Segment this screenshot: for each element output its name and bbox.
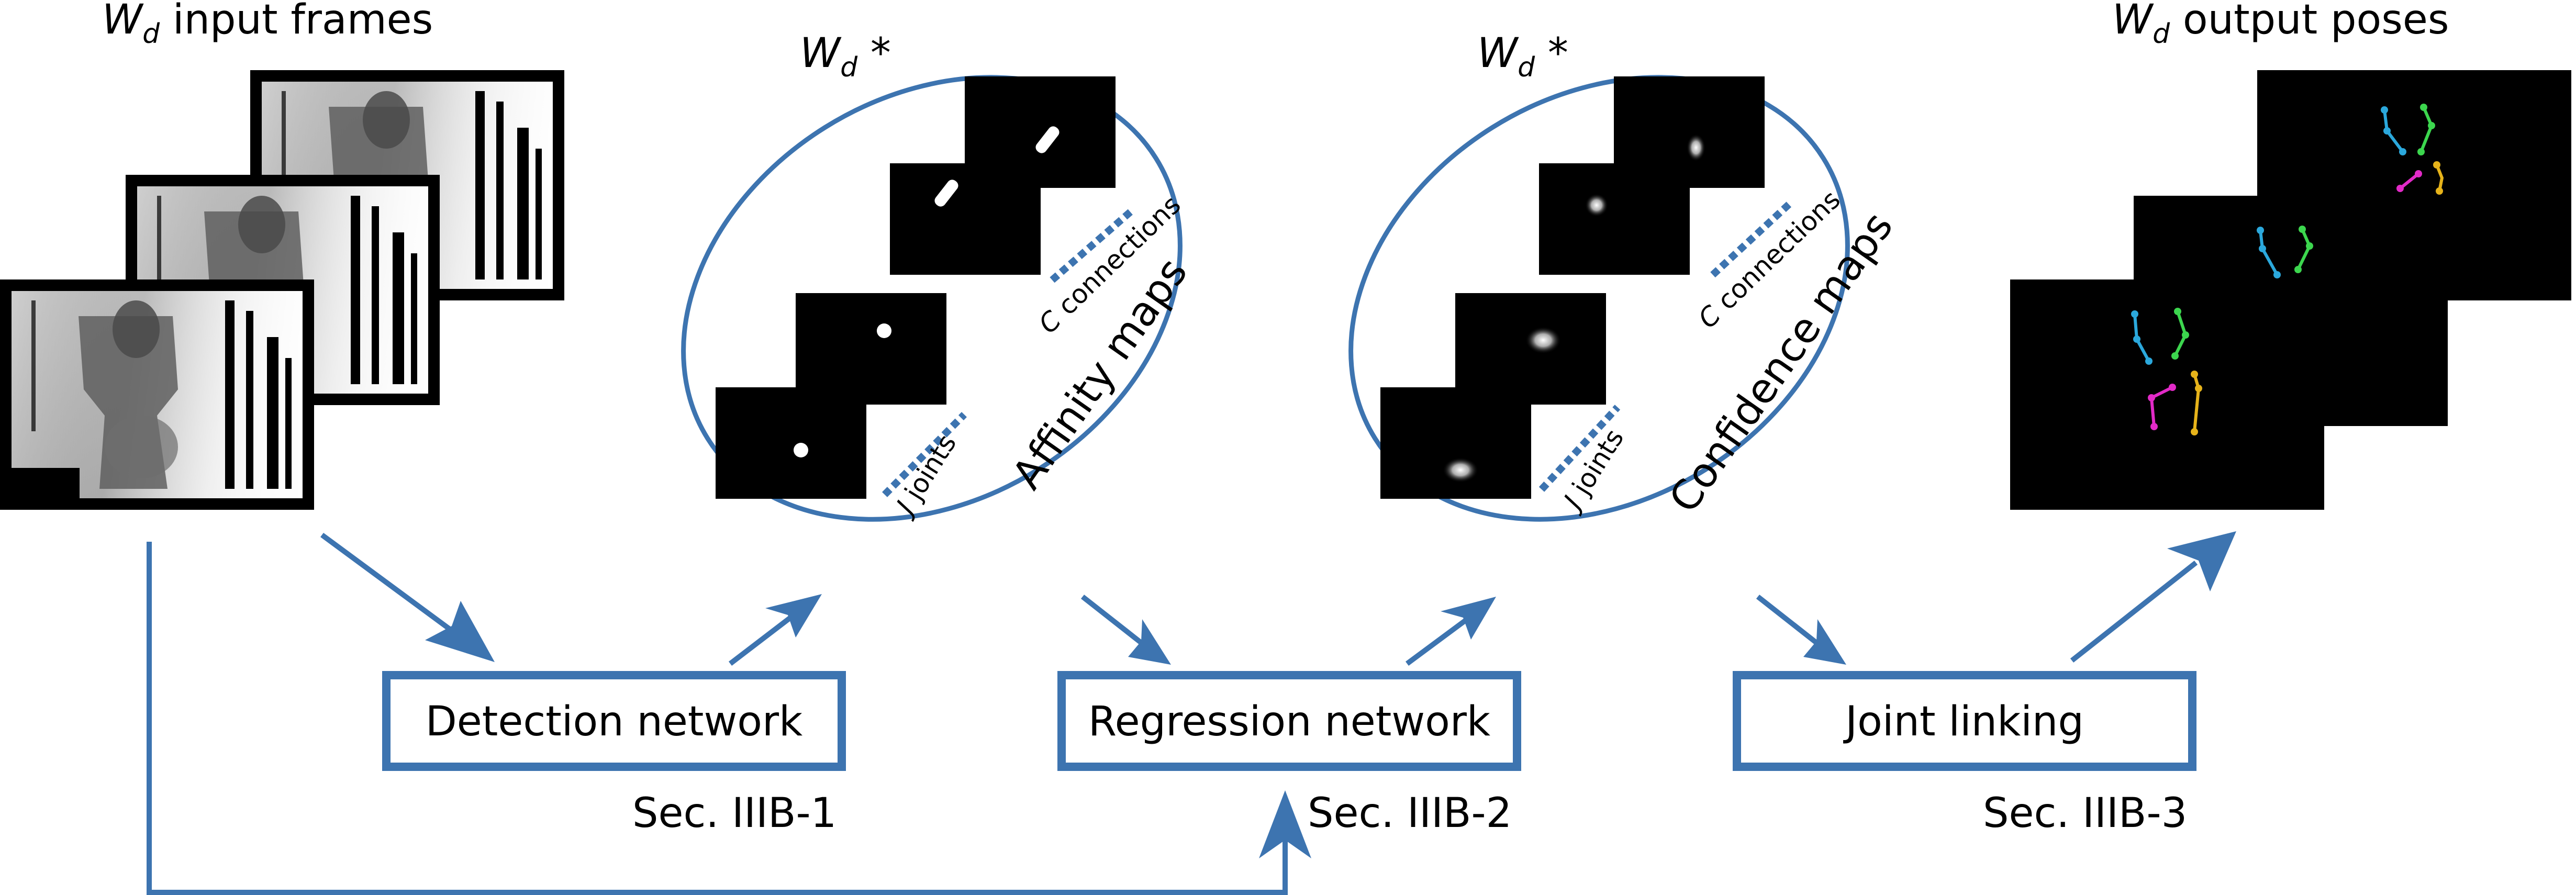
heatmap-icon <box>1525 327 1561 354</box>
section-label-1: Sec. IIIB-1 <box>632 790 837 837</box>
detection-network-box: Detection network Sec. IIIB-1 <box>382 671 846 837</box>
arrow-icon <box>1803 619 1846 665</box>
skeleton-icon <box>2381 104 2444 195</box>
joint-linking-box: Joint linking Sec. IIIB-3 <box>1733 671 2196 837</box>
joints-dotted-line <box>1538 405 1621 492</box>
confidence-wd-label: Wd * <box>1477 30 1568 83</box>
affinity-maps-group: Wd * C connections J joints Affinity map… <box>681 30 1197 523</box>
connections-dotted-line <box>1710 200 1793 278</box>
skeleton-icon <box>2257 226 2313 278</box>
affinity-map-tile <box>890 163 1041 275</box>
output-poses-title: Wd output poses <box>2112 0 2449 50</box>
heatmap-icon <box>1585 194 1608 217</box>
affinity-map-tile <box>716 387 866 499</box>
section-label-3: Sec. IIIB-3 <box>1983 790 2187 837</box>
affinity-map-tile <box>796 293 946 405</box>
joints-dotted-line <box>882 412 967 497</box>
heatmap-icon <box>1443 457 1478 483</box>
connections-dotted-line <box>1050 206 1136 283</box>
regression-network-box: Regression network Sec. IIIB-2 <box>1057 671 1521 837</box>
arrow-icon <box>2167 531 2236 591</box>
arrow-icon <box>765 594 822 637</box>
heatmap-icon <box>1035 126 1060 153</box>
skeleton-icon <box>2131 308 2202 435</box>
arrow-icon <box>1128 619 1171 665</box>
joint-linking-label: Joint linking <box>1843 698 2084 745</box>
arrow-icon <box>1259 790 1311 858</box>
input-frames-stack <box>0 70 564 510</box>
section-label-2: Sec. IIIB-2 <box>1308 790 1512 837</box>
regression-network-label: Regression network <box>1088 698 1490 745</box>
arrow-icon <box>1441 597 1496 640</box>
output-poses-stack <box>2010 70 2571 510</box>
arrows <box>147 531 2236 895</box>
affinity-wd-label: Wd * <box>800 30 891 83</box>
heatmap-icon <box>794 443 808 457</box>
heatmap-icon <box>877 323 891 338</box>
confidence-map-tile <box>1539 163 1690 275</box>
heatmap-icon <box>1687 134 1705 161</box>
confidence-maps-group: Wd * C connections J joints Confidence m… <box>1348 30 1902 522</box>
detection-network-label: Detection network <box>426 698 802 745</box>
arrow-icon <box>425 601 495 662</box>
heatmap-icon <box>934 180 958 207</box>
input-frames-title: Wd input frames <box>102 0 433 50</box>
